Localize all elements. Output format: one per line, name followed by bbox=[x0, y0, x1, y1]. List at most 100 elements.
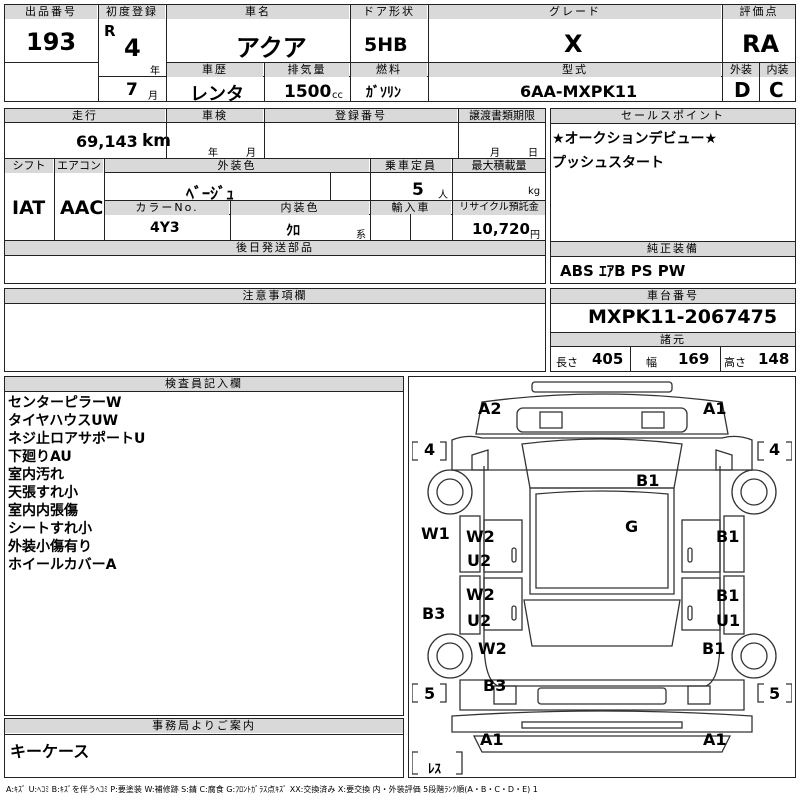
car-diagram bbox=[412, 381, 792, 775]
damage-mark-g: G bbox=[625, 517, 639, 536]
history: レンタ bbox=[190, 84, 244, 105]
inspector-note: タイヤハウスUW bbox=[8, 413, 119, 429]
inspector-note: 天張すれ小 bbox=[8, 485, 78, 501]
model: 6AA-MXPK11 bbox=[520, 82, 638, 101]
office-label: 事務局よりご案内 bbox=[5, 719, 403, 733]
int-grade: C bbox=[769, 78, 784, 102]
color-no: 4Y3 bbox=[150, 220, 180, 236]
equipment: ABS ｴｱB PS PW bbox=[560, 262, 686, 280]
tire-rear-right: 5 bbox=[769, 684, 781, 703]
damage-mark-u2-rear-door: U2 bbox=[467, 611, 492, 630]
exterior-color: ﾍﾞｰｼﾞｭ bbox=[186, 184, 235, 203]
inspector-note: 外装小傷有り bbox=[8, 539, 92, 555]
mileage-label: 走行 bbox=[5, 109, 165, 123]
year-unit: 年 bbox=[150, 66, 160, 77]
length: 405 bbox=[592, 350, 624, 368]
transfer-label: 譲渡書類期限 bbox=[459, 109, 545, 123]
load-unit: kg bbox=[528, 186, 541, 197]
import-label: 輸入車 bbox=[371, 201, 451, 215]
interior-color: ｸﾛ bbox=[286, 223, 300, 239]
damage-mark-b1-rear-door: B1 bbox=[716, 586, 740, 605]
reg-month: 7 bbox=[126, 80, 138, 100]
score: RA bbox=[742, 30, 780, 58]
reg-no-label: 登録番号 bbox=[265, 109, 457, 123]
era: R bbox=[104, 22, 116, 40]
header-block bbox=[4, 4, 796, 102]
transfer-month-unit: 月 bbox=[490, 148, 500, 159]
color-no-label: カラーNo. bbox=[105, 201, 229, 215]
chassis-number: MXPK11-2067475 bbox=[588, 306, 778, 328]
lot-no: 193 bbox=[26, 28, 77, 56]
equipment-label: 純正装備 bbox=[551, 242, 795, 256]
inspector-note: 室内内張傷 bbox=[8, 503, 78, 519]
displacement: 1500 bbox=[284, 82, 332, 102]
damage-mark-u1: U1 bbox=[716, 611, 741, 630]
exterior-color-label: 外装色 bbox=[105, 159, 369, 173]
damage-mark-w2-rear-door: W2 bbox=[466, 585, 495, 604]
first-reg-label: 初度登録 bbox=[99, 5, 165, 19]
width-label: 幅 bbox=[646, 356, 657, 369]
length-label: 長さ bbox=[556, 356, 578, 369]
ac: AAC bbox=[60, 197, 104, 219]
inspection-month-unit: 月 bbox=[246, 148, 256, 159]
cautions-label: 注意事項欄 bbox=[5, 289, 545, 303]
displacement-label: 排気量 bbox=[265, 63, 349, 77]
width: 169 bbox=[678, 350, 710, 368]
mileage: 69,143 bbox=[76, 132, 138, 151]
recycle-fee: 10,720 bbox=[472, 220, 530, 238]
tire-front-left: 4 bbox=[424, 440, 436, 459]
inspection-year-unit: 年 bbox=[208, 148, 218, 159]
shift: IAT bbox=[12, 197, 46, 219]
recycle-unit: 円 bbox=[530, 230, 540, 241]
damage-mark-b3-side: B3 bbox=[422, 604, 446, 623]
damage-mark-a1-front: A1 bbox=[703, 399, 727, 418]
shift-label: シフト bbox=[5, 159, 53, 173]
inspector-block bbox=[4, 376, 404, 716]
sales-points-label: セールスポイント bbox=[551, 109, 795, 123]
sales-point-1: ★オークションデビュー★ bbox=[552, 131, 718, 147]
displacement-unit: cc bbox=[332, 90, 343, 101]
tire-rear-left: 5 bbox=[424, 684, 436, 703]
damage-legend: A:ｷｽﾞ U:ﾍｺﾐ B:ｷｽﾞを伴うﾍｺﾐ P:要塗装 W:補修跡 S:錆 … bbox=[6, 785, 538, 794]
damage-mark-b3-rear: B3 bbox=[483, 676, 507, 695]
fuel: ｶﾞｿﾘﾝ bbox=[366, 85, 401, 101]
capacity-label: 乗車定員 bbox=[371, 159, 451, 173]
office-note: キーケース bbox=[10, 742, 90, 761]
height-label: 高さ bbox=[724, 356, 746, 369]
lot-no-label: 出品番号 bbox=[5, 5, 97, 19]
interior-color-suffix: 系 bbox=[356, 230, 366, 241]
damage-mark-b1-door: B1 bbox=[716, 527, 740, 546]
fuel-label: 燃料 bbox=[351, 63, 427, 77]
inspector-note: ホイールカバーA bbox=[8, 557, 117, 573]
grade: X bbox=[564, 30, 583, 58]
damage-mark-a1-rear-left: A1 bbox=[480, 730, 504, 749]
spare-tire: ﾚｽ bbox=[428, 762, 441, 777]
tire-front-right: 4 bbox=[769, 440, 781, 459]
interior-color-label: 内装色 bbox=[231, 201, 369, 215]
inspector-note: 室内汚れ bbox=[8, 467, 64, 483]
inspector-note: ネジ止ロアサポートU bbox=[8, 431, 146, 447]
damage-mark-w1: W1 bbox=[421, 524, 450, 543]
recycle-label: リサイクル預託金 bbox=[453, 201, 545, 215]
damage-mark-w2: W2 bbox=[466, 527, 495, 546]
chassis-label: 車台番号 bbox=[551, 289, 795, 303]
later-parts-label: 後日発送部品 bbox=[5, 241, 545, 255]
car-name: アクア bbox=[236, 34, 307, 62]
ac-label: エアコン bbox=[55, 159, 103, 173]
damage-mark-w2-quarter: W2 bbox=[478, 639, 507, 658]
model-label: 型式 bbox=[429, 63, 721, 77]
capacity: 5 bbox=[412, 180, 424, 200]
height: 148 bbox=[758, 350, 790, 368]
month-unit: 月 bbox=[148, 91, 158, 102]
spec-label: 諸元 bbox=[551, 333, 795, 347]
door-type: 5HB bbox=[364, 34, 408, 56]
damage-mark-b1-roof: B1 bbox=[636, 471, 660, 490]
car-name-label: 車名 bbox=[167, 5, 349, 19]
history-label: 車歴 bbox=[167, 63, 263, 77]
int-label: 内装 bbox=[760, 63, 795, 77]
door-label: ドア形状 bbox=[351, 5, 427, 19]
inspector-note: センターピラーW bbox=[8, 395, 122, 411]
mileage-unit: km bbox=[142, 131, 172, 151]
capacity-unit: 人 bbox=[438, 190, 448, 201]
inspector-note: シートすれ小 bbox=[8, 521, 92, 537]
